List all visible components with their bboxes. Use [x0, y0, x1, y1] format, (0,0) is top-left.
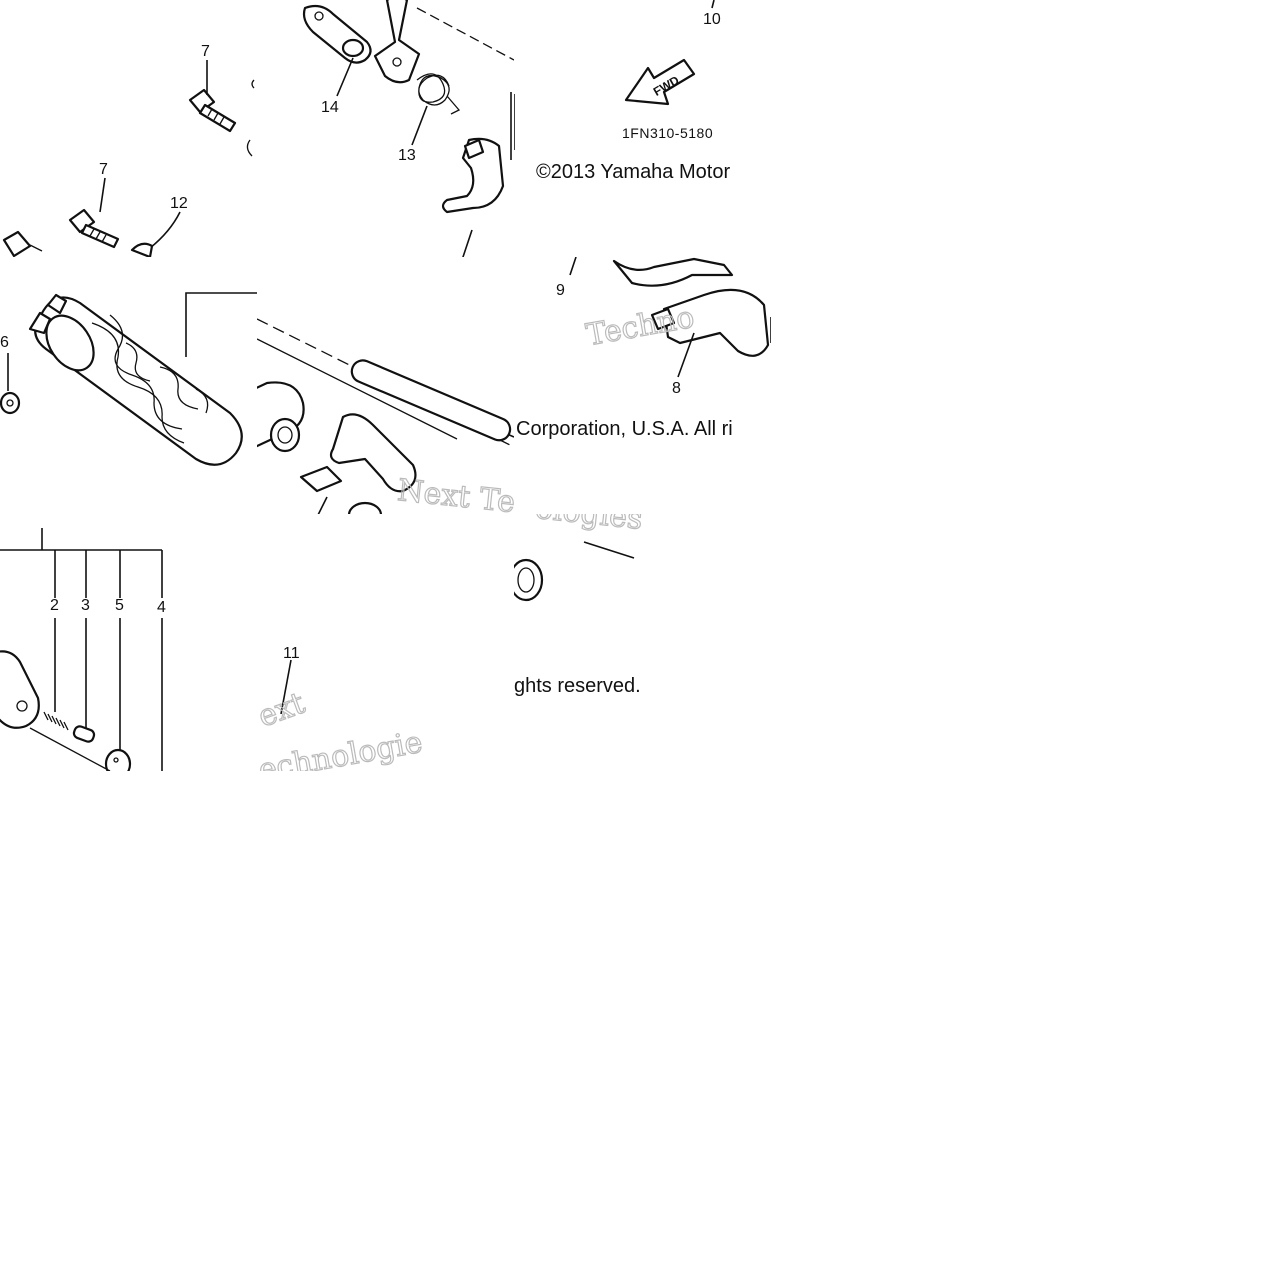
watermark-b: Next Tec	[396, 473, 514, 514]
callout-2: 2	[50, 597, 59, 614]
callout-9: 9	[556, 282, 565, 299]
tile-top-middle: 14 13	[257, 0, 514, 257]
fwd-arrow-icon: FWD	[624, 58, 696, 106]
tile-top-left: 7 7 12 15	[0, 0, 257, 257]
shift-fork-8	[650, 288, 770, 357]
tile-middle-left: 6	[0, 257, 257, 514]
tile-bottom-right: ologies ghts reserved.	[514, 514, 771, 771]
copyright-line-1: ©2013 Yamaha Motor	[536, 161, 730, 183]
tile-middle-right: 9 8 Techno Corporation, U.S.A. All ri	[514, 257, 771, 514]
bolt-7-lower	[68, 208, 120, 249]
stopper-lever-14	[302, 4, 372, 64]
copyright-line-2: Corporation, U.S.A. All ri	[516, 418, 733, 440]
shift-arm	[373, 0, 421, 84]
callout-3: 3	[81, 597, 90, 614]
drum-segment	[0, 650, 40, 729]
tile-top-right: 10 FWD 1FN310-5180 ©2013 Yamaha Motor	[514, 0, 771, 257]
callout-6: 6	[0, 334, 9, 351]
watermark-a: Techno	[584, 300, 697, 353]
pin-3	[72, 725, 96, 743]
callout-7b: 7	[99, 161, 108, 178]
tile-bottom-middle: 11 ext echnologie	[257, 514, 514, 771]
callout-4: 4	[157, 599, 166, 616]
callout-10: 10	[703, 11, 721, 28]
callout-14: 14	[321, 99, 339, 116]
tile-bottom-left: 2 3 5 4	[0, 514, 257, 771]
watermark-c: ologies	[533, 514, 644, 537]
copyright-line-3: ghts reserved.	[514, 675, 641, 697]
callout-11: 11	[283, 645, 300, 662]
washer-6	[0, 391, 21, 415]
spring-2	[43, 711, 69, 731]
callout-7a: 7	[201, 43, 210, 60]
callout-12: 12	[170, 195, 188, 212]
shift-drum	[28, 293, 243, 466]
callout-13: 13	[398, 147, 416, 164]
bolt-7-upper	[188, 88, 237, 133]
shift-fork-upper	[441, 137, 505, 214]
callout-5: 5	[115, 597, 124, 614]
roller	[514, 558, 544, 602]
part-code: 1FN310-5180	[622, 125, 713, 141]
fork-center	[299, 413, 417, 514]
tile-center: Next Tec	[257, 257, 514, 514]
watermark-d: ext	[257, 686, 309, 735]
drum-end	[257, 381, 305, 453]
plate-5	[104, 748, 132, 771]
watermark-e: echnologie	[257, 725, 425, 771]
spring-13	[416, 73, 461, 115]
callout-8: 8	[672, 380, 681, 397]
